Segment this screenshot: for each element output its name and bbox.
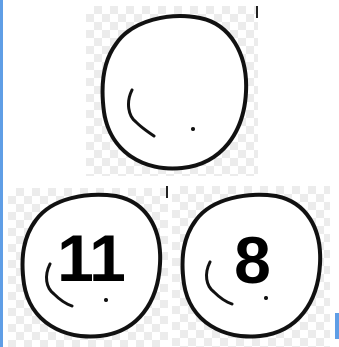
tile-corner-mark [256,6,258,18]
left-edge-bar [0,0,3,347]
ball-number: 8 [176,222,328,298]
ball-bottom-left[interactable]: 11 [14,186,168,344]
ball-outline-icon [92,8,252,178]
corner-accent-mark [335,313,339,339]
ball-number: 11 [14,220,168,296]
ball-top[interactable] [92,8,252,178]
ball-bottom-right[interactable]: 8 [176,186,328,344]
